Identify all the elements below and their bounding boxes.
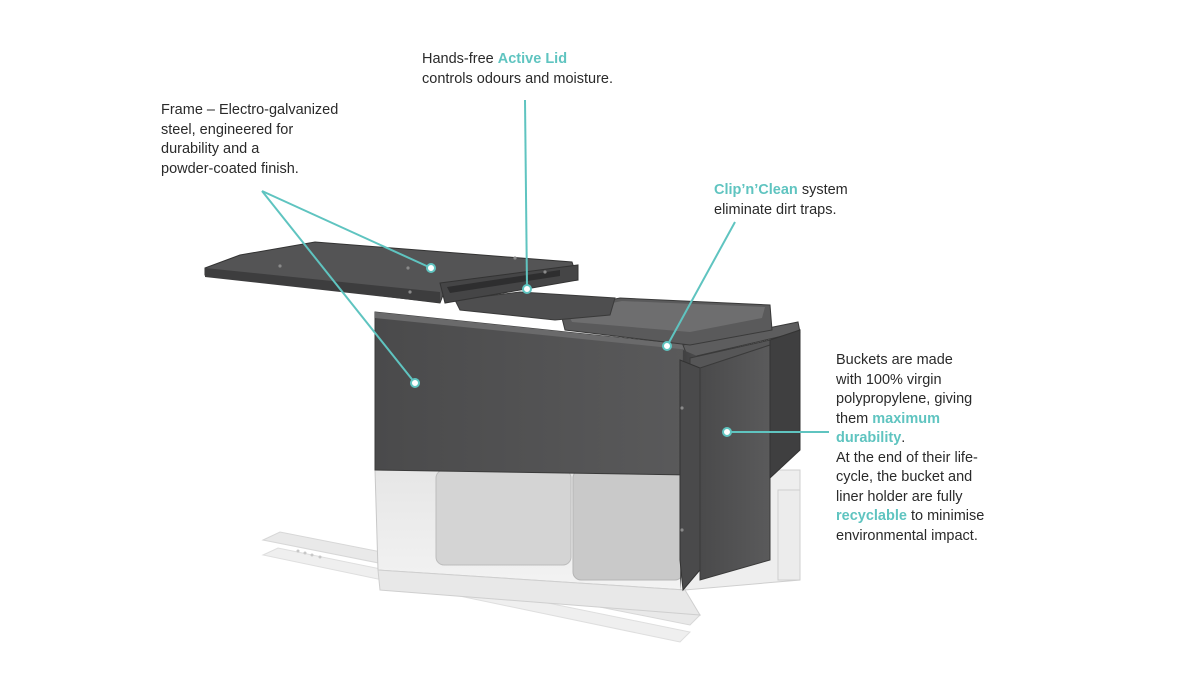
active-lid-highlight: Active Lid — [497, 51, 568, 67]
buckets — [454, 291, 773, 346]
clip-clean-leader — [666, 221, 736, 347]
buckets-line-1: Buckets are made — [836, 352, 953, 368]
active-lid-line-2: controls odours and moisture. — [422, 70, 614, 87]
buckets-line-5: durability. — [836, 429, 1016, 449]
clip-clean-dot — [662, 341, 672, 351]
frame-top-plate — [204, 241, 579, 304]
frame-line-1: Frame – Electro-galvanized — [161, 102, 339, 118]
buckets-maximum-highlight: maximum — [872, 410, 940, 427]
buckets-line-7: cycle, the bucket and — [836, 469, 973, 485]
buckets-line-4-prefix: them — [836, 410, 873, 427]
frame-front-panel — [374, 311, 691, 476]
buckets-line-9-suffix: to minimise — [906, 508, 985, 524]
clip-clean-suffix: system — [797, 182, 848, 198]
active-lid-callout: Hands-free Active Lid controls odours an… — [422, 50, 682, 89]
buckets-dot — [722, 427, 732, 437]
buckets-durability-highlight: durability — [836, 430, 902, 446]
clip-clean-line-2: eliminate dirt traps. — [714, 201, 837, 218]
clip-clean-highlight: Clip’n’Clean — [714, 182, 798, 198]
buckets-line-5-suffix: . — [901, 430, 906, 446]
frame-front-dot — [410, 378, 420, 388]
bucket-holder-side — [679, 321, 801, 592]
active-lid-dot — [522, 284, 532, 294]
clip-clean-callout: Clip’n’Clean system eliminate dirt traps… — [714, 181, 894, 220]
active-lid-line-1: Hands-free Active Lid — [422, 50, 682, 70]
buckets-callout: Buckets are made with 100% virgin polypr… — [836, 351, 1016, 546]
frame-leader-top — [261, 190, 432, 269]
clip-clean-line-1: Clip’n’Clean system — [714, 181, 894, 201]
buckets-line-8: liner holder are fully — [836, 488, 963, 505]
frame-leader-front — [261, 190, 416, 384]
frame-line-4: powder-coated finish. — [161, 160, 299, 177]
active-lid-leader — [524, 99, 528, 290]
buckets-line-3: polypropylene, giving — [836, 391, 973, 407]
active-lid-prefix: Hands-free — [422, 51, 498, 67]
buckets-recyclable-highlight: recyclable — [836, 508, 907, 524]
frame-line-3: durability and a — [161, 141, 260, 157]
frame-line-2: steel, engineered for — [161, 121, 294, 138]
frame-top-dot — [426, 263, 436, 273]
buckets-line-9: recyclable to minimise — [836, 507, 1016, 527]
callout-dots — [410, 263, 732, 437]
buckets-line-6: At the end of their life- — [836, 449, 978, 466]
callout-leaders — [261, 99, 829, 433]
frame-callout: Frame – Electro-galvanized steel, engine… — [161, 101, 381, 179]
buckets-line-10: environmental impact. — [836, 527, 978, 544]
buckets-line-4: them maximum — [836, 410, 1016, 430]
buckets-line-2: with 100% virgin — [836, 371, 942, 388]
